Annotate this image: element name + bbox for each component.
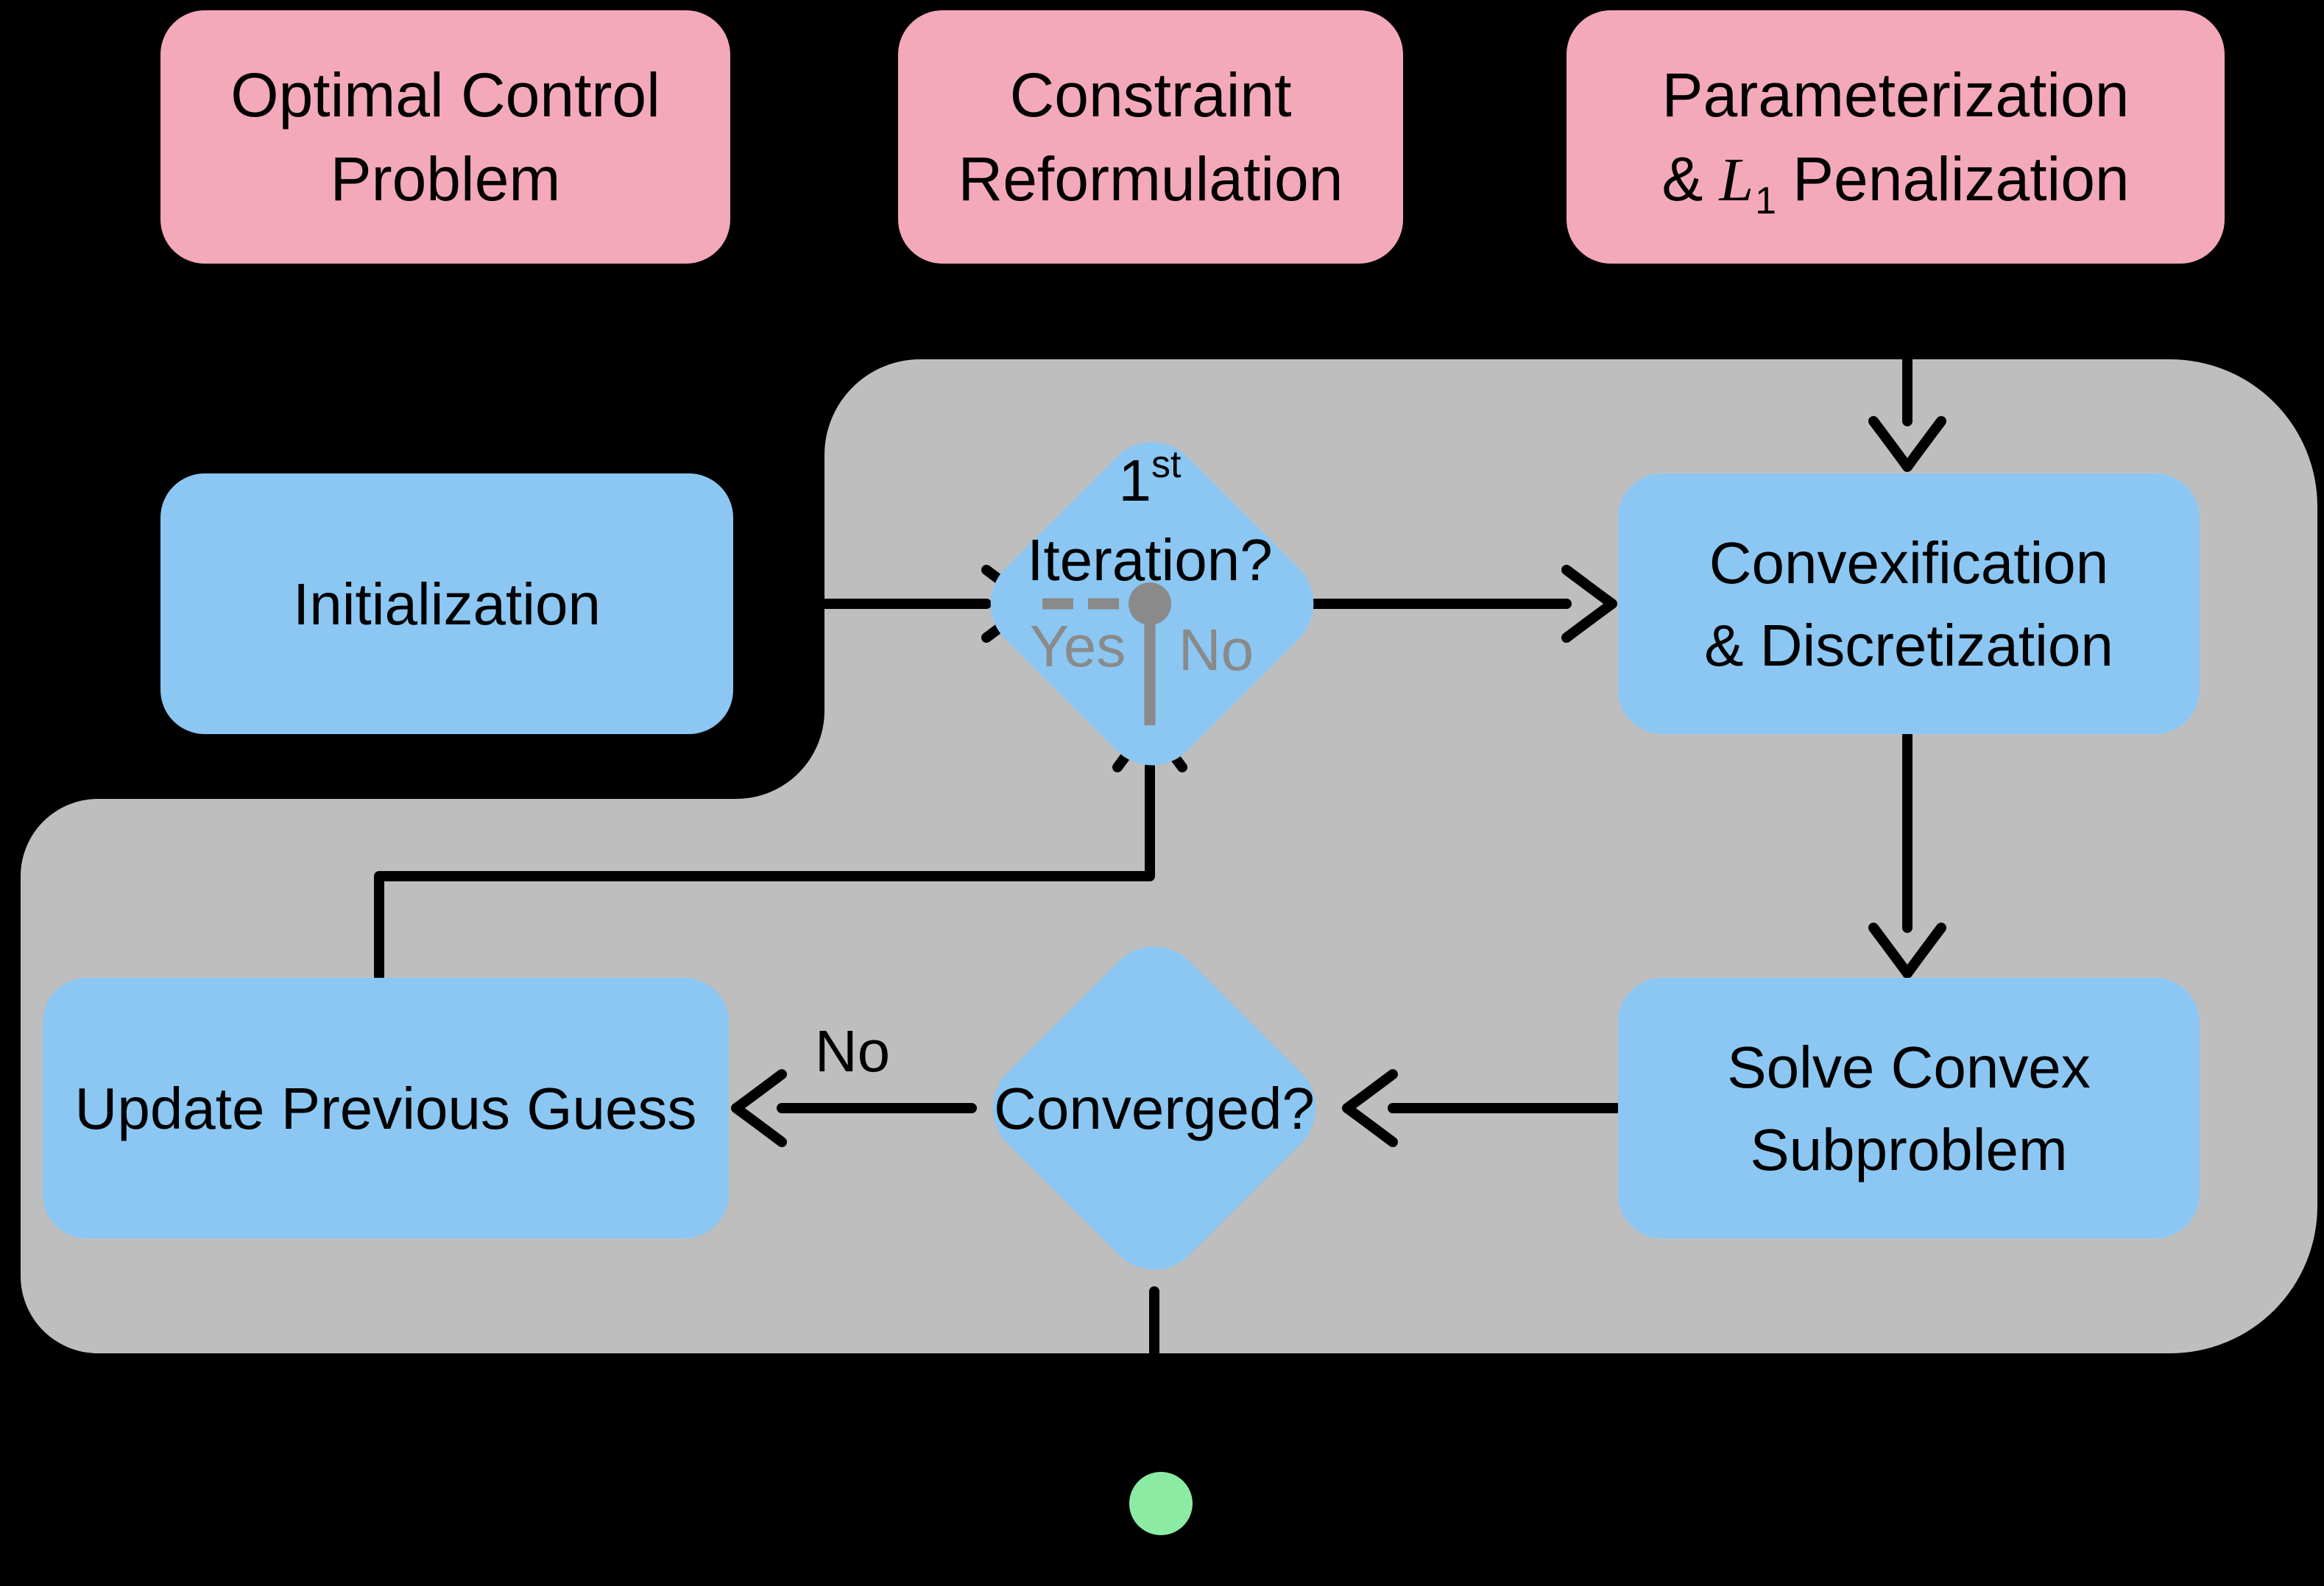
node-update-previous-guess: Update Previous Guess (43, 978, 729, 1238)
update-guess-box (43, 978, 729, 1238)
stage-optimal-control-problem: Optimal Control Problem (160, 10, 730, 264)
math-L-subscript: 1 (1755, 180, 1776, 222)
stage-parameterization-line2: &L1 Penalization (1661, 144, 2129, 222)
iteration-no-label: No (1179, 617, 1254, 683)
arrowhead-into-update (731, 1069, 787, 1147)
converged-diamond (992, 946, 1316, 1270)
first-iteration-ordinal: 1st (1119, 443, 1182, 513)
arrowhead-into-convexification-top (1868, 416, 1946, 472)
convexification-line1: Convexification (1709, 530, 2109, 596)
initialization-box (160, 473, 733, 734)
ampersand: & (1661, 144, 1703, 214)
arrowhead-into-converged (1342, 1069, 1398, 1147)
node-converged-decision: Converged? (992, 946, 1316, 1270)
arrowhead-into-convexification-left (1561, 565, 1617, 643)
converged-question: Converged? (994, 1076, 1315, 1141)
stage-constraint-line2: Reformulation (958, 144, 1343, 214)
solution-terminal-dot (1129, 1472, 1193, 1535)
arrowhead-into-solve (1868, 923, 1946, 979)
stage-optimal-control-line1: Optimal Control (230, 60, 660, 130)
initialization-label: Initialization (293, 571, 601, 637)
stage-optimal-control-line2: Problem (331, 144, 561, 214)
convexification-box (1618, 473, 2200, 734)
ordinal-base: 1 (1119, 448, 1152, 513)
stage-box-optimal-control (160, 10, 730, 264)
solve-subproblem-box (1618, 978, 2200, 1238)
math-L-symbol: L (1718, 146, 1753, 214)
junction-dot (1129, 582, 1171, 625)
solve-subproblem-line1: Solve Convex (1727, 1035, 2091, 1100)
stage-constraint-line1: Constraint (1010, 60, 1292, 130)
update-guess-label: Update Previous Guess (75, 1076, 697, 1141)
first-iteration-question: Iteration? (1027, 527, 1273, 593)
stage-box-constraint-reformulation (898, 10, 1403, 264)
stage-parameterization-line1: Parameterization (1662, 60, 2130, 130)
stage-constraint-reformulation: Constraint Reformulation (898, 10, 1403, 264)
stage-box-parameterization (1567, 10, 2225, 264)
node-convexification: Convexification & Discretization (1618, 473, 2200, 734)
arrow-update-loop-to-iteration (374, 762, 1155, 981)
convexification-line2: & Discretization (1704, 613, 2113, 678)
iteration-yes-label: Yes (1030, 613, 1126, 679)
node-initialization: Initialization (160, 473, 733, 734)
solve-subproblem-line2: Subproblem (1750, 1117, 2067, 1183)
node-solve-subproblem: Solve Convex Subproblem (1618, 978, 2200, 1238)
ordinal-superscript: st (1151, 443, 1182, 486)
converged-no-edge-label: No (815, 1018, 890, 1084)
penalization-text: Penalization (1793, 144, 2130, 214)
node-first-iteration-decision: 1st Iteration? Yes No (990, 442, 1314, 766)
stage-parameterization-penalization: Parameterization &L1 Penalization (1567, 10, 2225, 264)
